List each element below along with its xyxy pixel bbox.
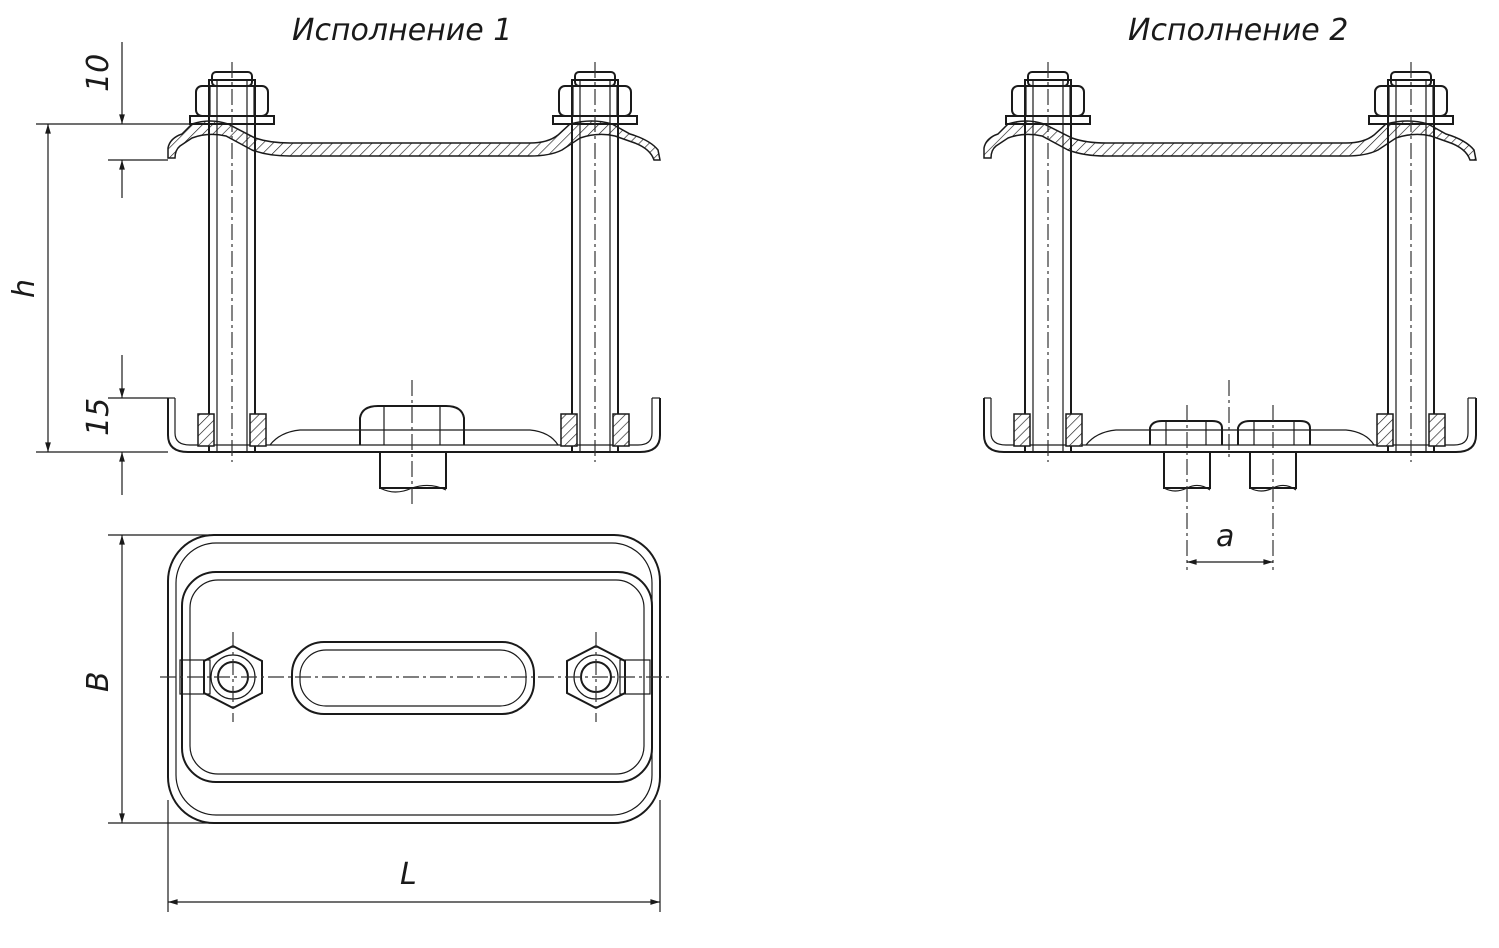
- top-plate-v2: [983, 120, 1477, 161]
- v2-bolt-left: [1149, 420, 1223, 492]
- variant1-front-view: 10 h 15: [7, 42, 661, 505]
- v2-bolt-right: [1237, 420, 1311, 492]
- dim-a-label: a: [1216, 519, 1234, 554]
- bottom-right-washer: [560, 413, 578, 447]
- variant1-title: Исполнение 1: [292, 13, 512, 48]
- bottom-left-washer: [197, 413, 215, 447]
- center-slot: [291, 641, 535, 715]
- dim-b-label: B: [81, 671, 116, 692]
- dim-l-label: L: [400, 857, 417, 892]
- variant2-front-view: a: [983, 62, 1477, 570]
- dim-10-label: 10: [81, 54, 116, 92]
- dim-h-label: h: [7, 279, 42, 298]
- variant2-title: Исполнение 2: [1128, 13, 1348, 48]
- dim-15-label: 15: [81, 398, 116, 436]
- tray-outer-outline: [167, 534, 661, 824]
- variant1-plan-view: B L: [81, 534, 670, 912]
- top-plate: [167, 120, 661, 161]
